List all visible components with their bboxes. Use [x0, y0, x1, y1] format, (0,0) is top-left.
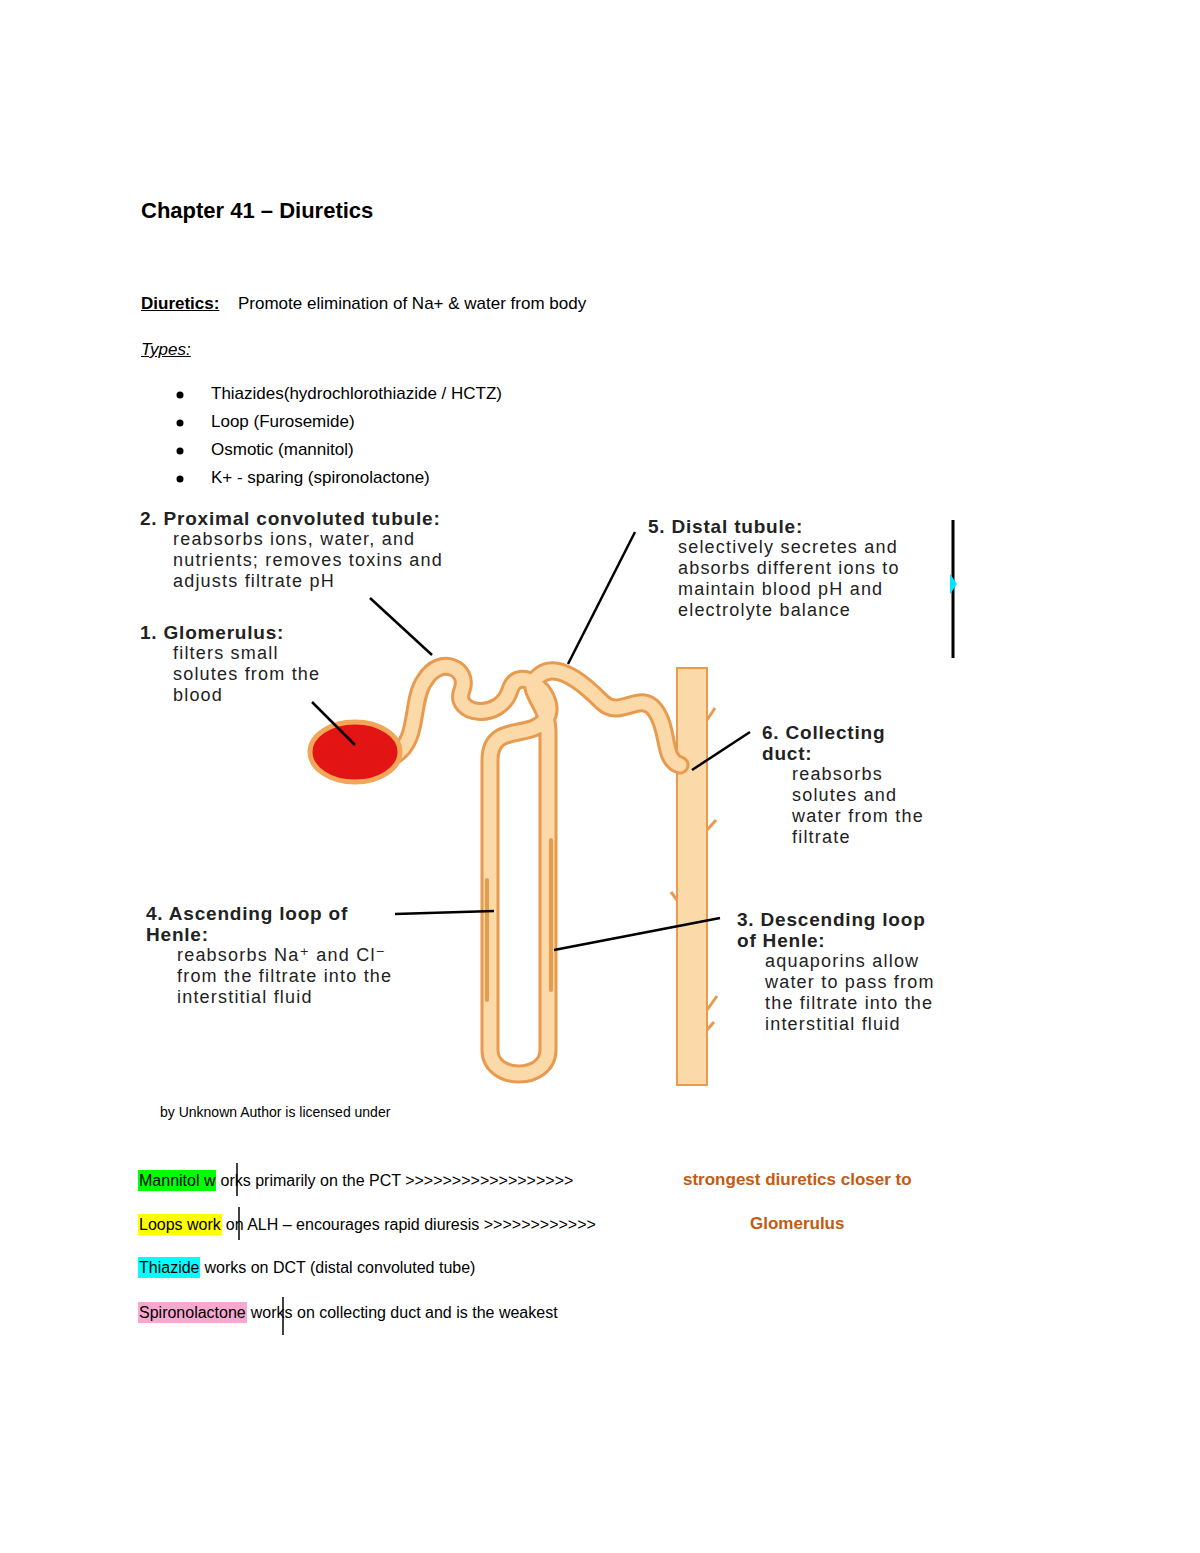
callout-heading: 5. Distal tubule:	[648, 516, 928, 537]
note-line: Spironolactoneworks on collecting duct a…	[138, 1302, 558, 1324]
callout-text: filters small solutes from the blood	[173, 643, 333, 706]
note-text: works on DCT (distal convoluted tube)	[204, 1259, 475, 1276]
term-heading: Diuretics:	[141, 294, 219, 314]
note-line: Mannitol works primarily on the PCT >>>>…	[138, 1170, 573, 1192]
callout-text: selectively secretes and absorbs differe…	[678, 537, 940, 621]
list-item: Thiazides(hydrochlorothiazide / HCTZ)	[211, 384, 502, 404]
list-item: Osmotic (mannitol)	[211, 440, 354, 460]
side-note: Glomerulus	[750, 1214, 844, 1234]
note-text: works on collecting duct and is the weak…	[251, 1304, 558, 1321]
callout-heading: 1. Glomerulus:	[140, 622, 340, 643]
callout-heading: 6. Collecting duct:	[762, 722, 937, 764]
callout-heading: 2. Proximal convoluted tubule:	[140, 508, 560, 529]
callout-text: reabsorbs solutes and water from the fil…	[792, 764, 942, 848]
callout-text: reabsorbs Na⁺ and Cl⁻ from the filtrate …	[177, 945, 409, 1008]
highlighted-drug: Loops work	[138, 1214, 222, 1235]
note-text: on ALH – encourages rapid diuresis >>>>>…	[226, 1216, 596, 1233]
list-item: Loop (Furosemide)	[211, 412, 355, 432]
image-credit: by Unknown Author is licensed under	[160, 1104, 390, 1120]
note-line: Loops workon ALH – encourages rapid diur…	[138, 1214, 596, 1236]
highlighted-drug: Mannitol w	[138, 1170, 216, 1191]
glomerulus	[310, 722, 400, 782]
tubule	[395, 666, 680, 1074]
highlighted-drug: Thiazide	[138, 1257, 200, 1278]
definition-text: Promote elimination of Na+ & water from …	[238, 294, 586, 314]
section-label: Types:	[141, 340, 191, 360]
margin-marker	[950, 574, 957, 594]
callout-heading: 4. Ascending loop of Henle:	[146, 903, 381, 945]
bullet-dots	[177, 392, 184, 483]
collecting-duct	[671, 668, 717, 1085]
page-title: Chapter 41 – Diuretics	[141, 198, 373, 224]
note-line: Thiazideworks on DCT (distal convoluted …	[138, 1257, 475, 1279]
callout-text: reabsorbs ions, water, and nutrients; re…	[173, 529, 503, 592]
callout-text: aquaporins allow water to pass from the …	[765, 951, 945, 1035]
list-item: K+ - sparing (spironolactone)	[211, 468, 430, 488]
callout-heading: 3. Descending loop of Henle:	[737, 909, 927, 951]
note-text: orks primarily on the PCT >>>>>>>>>>>>>>…	[220, 1172, 573, 1189]
highlighted-drug: Spironolactone	[138, 1302, 247, 1323]
side-note: strongest diuretics closer to	[683, 1170, 912, 1190]
